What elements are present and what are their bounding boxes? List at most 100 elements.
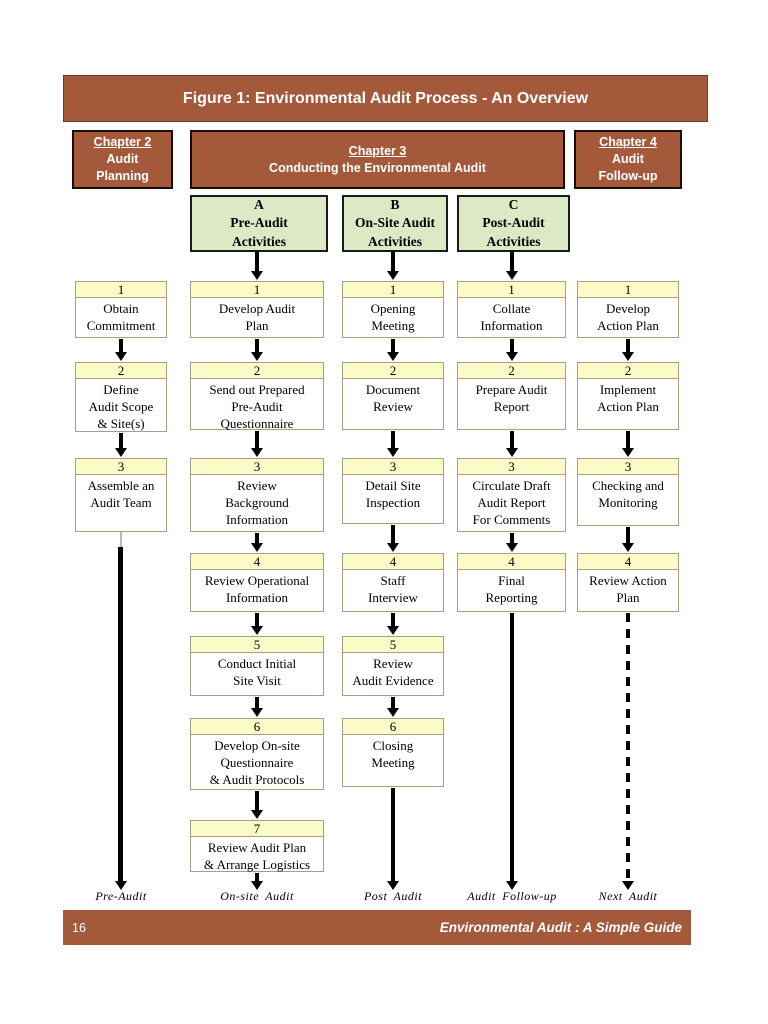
phase-a-letter: A	[254, 197, 264, 213]
phase-b-letter: B	[390, 197, 400, 213]
step-number: 3	[578, 459, 678, 475]
step-box-preaudit-1: 1 Develop Audit Plan	[190, 281, 324, 338]
down-arrow	[251, 697, 263, 717]
step-number: 1	[191, 282, 323, 298]
step-label: Assemble an Audit Team	[87, 478, 155, 511]
down-arrow	[387, 251, 399, 280]
chapter-4-heading: Chapter 4	[599, 135, 657, 150]
terminal-label-on-site-audit: On-site Audit	[220, 889, 294, 903]
step-number: 3	[458, 459, 565, 475]
down-arrow	[251, 613, 263, 635]
step-label: Staff Interview	[368, 573, 418, 606]
step-number: 2	[458, 363, 565, 379]
terminal-label-audit-follow-up: Audit Follow-up	[467, 889, 557, 903]
step-label: Opening Meeting	[370, 301, 416, 334]
down-arrow	[506, 431, 518, 457]
down-arrow	[387, 613, 399, 635]
step-number: 4	[191, 554, 323, 570]
phase-b-box: B On-Site Audit Activities	[342, 195, 448, 252]
step-box-followup-2: 2 Implement Action Plan	[577, 362, 679, 430]
step-box-planning-2: 2 Define Audit Scope & Site(s)	[75, 362, 167, 432]
down-arrow	[387, 697, 399, 717]
step-label: Review Operational Information	[204, 573, 310, 606]
step-box-followup-3: 3 Checking and Monitoring	[577, 458, 679, 526]
step-box-onsite-1: 1 Opening Meeting	[342, 281, 444, 338]
step-label: Define Audit Scope & Site(s)	[88, 382, 154, 432]
step-number: 3	[191, 459, 323, 475]
down-arrow	[622, 339, 634, 361]
chapter-3-box: Chapter 3 Conducting the Environmental A…	[190, 130, 565, 189]
step-label: Develop Audit Plan	[218, 301, 296, 334]
step-label: Implement Action Plan	[597, 382, 659, 415]
step-number: 3	[76, 459, 166, 475]
step-label: Prepare Audit Report	[475, 382, 548, 415]
footer-title: Environmental Audit : A Simple Guide	[439, 920, 682, 935]
down-arrow	[622, 431, 634, 457]
phase-a-box: A Pre-Audit Activities	[190, 195, 328, 252]
step-number: 6	[343, 719, 443, 735]
footer-bar: 16 Environmental Audit : A Simple Guide	[63, 910, 691, 945]
step-box-preaudit-6: 6 Develop On-site Questionnaire & Audit …	[190, 718, 324, 790]
down-arrow	[115, 433, 127, 457]
step-number: 5	[343, 637, 443, 653]
step-number: 1	[578, 282, 678, 298]
down-arrow	[251, 339, 263, 361]
terminal-label-post-audit: Post Audit	[363, 889, 423, 903]
step-box-planning-1: 1 Obtain Commitment	[75, 281, 167, 338]
chapter-2-box: Chapter 2 Audit Planning	[72, 130, 173, 189]
phase-c-letter: C	[508, 197, 519, 213]
step-number: 2	[76, 363, 166, 379]
step-box-postaudit-3: 3 Circulate Draft Audit Report For Comme…	[457, 458, 566, 532]
step-number: 1	[76, 282, 166, 298]
step-box-postaudit-2: 2 Prepare Audit Report	[457, 362, 566, 430]
step-label: Final Reporting	[485, 573, 538, 606]
terminal-label-pre-audit: Pre-Audit	[95, 889, 147, 903]
step-number: 6	[191, 719, 323, 735]
step-number: 4	[458, 554, 565, 570]
step-box-preaudit-5: 5 Conduct Initial Site Visit	[190, 636, 324, 696]
down-arrow	[251, 431, 263, 457]
step-label: Review Action Plan	[589, 573, 667, 606]
step-box-onsite-6: 6 Closing Meeting	[342, 718, 444, 787]
step-label: Circulate Draft Audit Report For Comment…	[472, 478, 551, 528]
step-label: Closing Meeting	[371, 738, 415, 771]
audit-follow-up-flow-arrow	[506, 613, 518, 890]
step-number: 2	[578, 363, 678, 379]
step-box-preaudit-4: 4 Review Operational Information	[190, 553, 324, 612]
step-box-postaudit-1: 1 Collate Information	[457, 281, 566, 338]
down-arrow	[251, 251, 263, 280]
figure-title: Figure 1: Environmental Audit Process - …	[182, 89, 589, 107]
chapter-2-heading: Chapter 2	[93, 135, 152, 150]
step-label: Detail Site Inspection	[365, 478, 421, 511]
step-label: Develop Action Plan	[597, 301, 659, 334]
step-number: 2	[191, 363, 323, 379]
pre-audit-flow-arrow	[115, 547, 127, 890]
chapter-4-subtitle: Audit Follow-up	[598, 152, 658, 183]
page-number: 16	[72, 920, 86, 935]
phase-c-name: Post-Audit Activities	[482, 215, 545, 249]
down-arrow	[387, 431, 399, 457]
step-label: Checking and Monitoring	[592, 478, 664, 511]
step-box-followup-1: 1 Develop Action Plan	[577, 281, 679, 338]
step-box-onsite-3: 3 Detail Site Inspection	[342, 458, 444, 524]
step-number: 4	[578, 554, 678, 570]
step-box-followup-4: 4 Review Action Plan	[577, 553, 679, 612]
step-box-preaudit-3: 3 Review Background Information	[190, 458, 324, 532]
down-arrow	[115, 339, 127, 361]
step-box-onsite-5: 5 Review Audit Evidence	[342, 636, 444, 696]
phase-c-box: C Post-Audit Activities	[457, 195, 570, 252]
step-number: 7	[191, 821, 323, 837]
step-number: 5	[191, 637, 323, 653]
connector-stub	[120, 532, 122, 547]
step-number: 1	[343, 282, 443, 298]
step-box-onsite-2: 2 Document Review	[342, 362, 444, 430]
step-box-preaudit-7: 7 Review Audit Plan & Arrange Logistics	[190, 820, 324, 872]
down-arrow	[251, 533, 263, 552]
figure-title-banner: Figure 1: Environmental Audit Process - …	[63, 75, 708, 122]
step-box-preaudit-2: 2 Send out Prepared Pre-Audit Questionna…	[190, 362, 324, 431]
chapter-4-box: Chapter 4 Audit Follow-up	[574, 130, 682, 189]
terminal-label-next-audit: Next Audit	[598, 889, 658, 903]
step-label: Review Background Information	[225, 478, 289, 528]
down-arrow	[387, 525, 399, 552]
